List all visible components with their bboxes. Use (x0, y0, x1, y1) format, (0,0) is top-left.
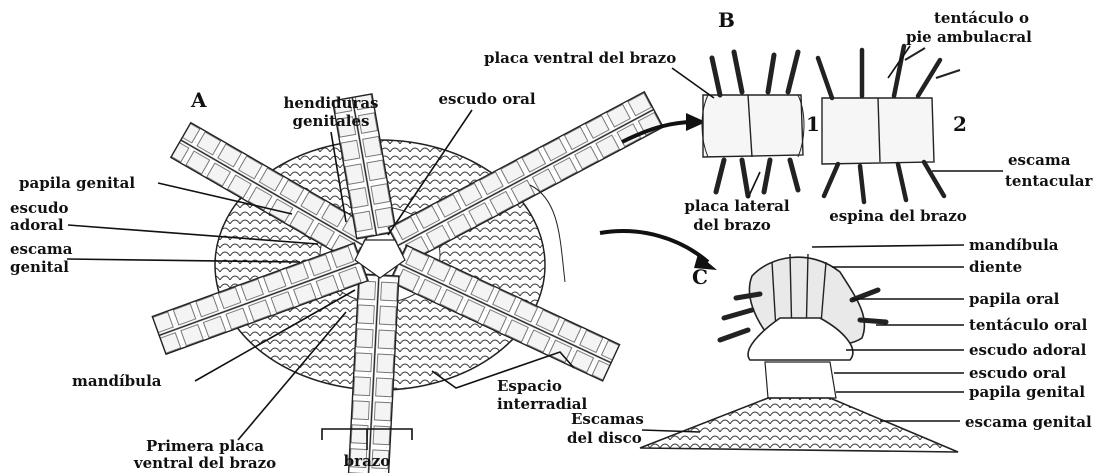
label-tentaculo-line1: tentáculo o (934, 9, 1029, 27)
label-escudo-oral-c: escudo oral (969, 364, 1066, 382)
label-escama-tent-line2: tentacular (1005, 172, 1093, 190)
label-escudo-adoral-line1: escudo (10, 199, 69, 217)
label-espacio-line1: Espacio (497, 377, 562, 395)
panel-a-letter: A (190, 88, 207, 112)
figure-b-drawing (702, 46, 960, 202)
label-escama-genital-line1: escama (10, 240, 73, 258)
label-escudo-adoral-line2: adoral (10, 216, 64, 234)
disc-scales (640, 398, 958, 452)
label-espina: espina del brazo (829, 207, 967, 225)
label-escama-genital-line2: genital (10, 258, 69, 276)
figure-c-drawing (640, 254, 958, 452)
bracket-brazo (322, 429, 412, 450)
label-hendiduras-line2: genitales (293, 112, 370, 130)
label-primera-placa-line1: Primera placa (146, 437, 264, 455)
label-escudo-oral-a: escudo oral (438, 90, 535, 108)
label-brazo: brazo (344, 452, 391, 470)
label-escamas-line1: Escamas (571, 410, 644, 428)
label-hendiduras-line1: hendiduras (283, 94, 378, 112)
label-mandibula-c: mandíbula (969, 236, 1059, 254)
leader-placa-ventral (672, 68, 714, 98)
label-escudo-adoral-c: escudo adoral (969, 341, 1087, 359)
label-escamas-line2: del disco (567, 429, 642, 447)
label-papila-genital-a: papila genital (19, 174, 135, 192)
label-tentaculo-line2: pie ambulacral (906, 28, 1032, 46)
panel-b-letter: B (718, 8, 735, 32)
label-tentaculo-oral: tentáculo oral (969, 316, 1088, 334)
label-escama-genital-c: escama genital (965, 413, 1092, 431)
leader-mandibula-c (812, 245, 964, 247)
label-escama-tent-line1: escama (1008, 151, 1071, 169)
panel-c-letter: C (692, 265, 708, 289)
label-mandibula-a: mandíbula (72, 372, 162, 390)
label-placa-lateral-line1: placa lateral (684, 197, 789, 215)
panel-b1-number: 1 (806, 112, 820, 136)
label-placa-ventral: placa ventral del brazo (484, 49, 676, 67)
label-primera-placa-line2: ventral del brazo (133, 454, 276, 472)
label-diente: diente (969, 258, 1022, 276)
leader-placa-lateral (748, 172, 760, 198)
arrow-to-c (600, 231, 708, 262)
label-papila-genital-c: papila genital (969, 383, 1085, 401)
label-placa-lateral-line2: del brazo (693, 216, 771, 234)
label-papila-oral: papila oral (969, 290, 1060, 308)
panel-b2-number: 2 (953, 112, 967, 136)
